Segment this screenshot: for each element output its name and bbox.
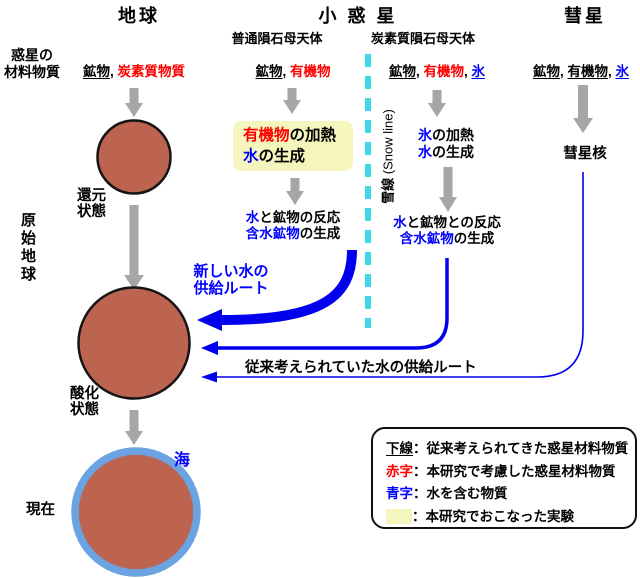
ordinary-parent-label: 普通隕石母天体	[231, 31, 323, 46]
oxidized-state-label: 酸化 状態	[70, 386, 99, 418]
ice-heating-text: 氷の加熱 水の生成	[418, 127, 474, 160]
legend-red-row: 赤字：本研究で考慮した惑星材料物質	[386, 463, 616, 479]
oxidized-earth-circle	[77, 286, 191, 400]
ordinary-organic: 有機物	[290, 64, 331, 79]
carbonaceous-materials-arrow	[428, 90, 446, 117]
carbonaceous-organic: 有機物	[423, 64, 465, 79]
experiment-result-arrow	[286, 178, 304, 205]
primitive-earth-label: 原 始 地 球	[20, 212, 36, 283]
comet-ice: 氷	[615, 64, 630, 79]
carbonaceous-parent-label: 炭素質隕石母天体	[370, 31, 476, 46]
ice-heating-result-arrow	[439, 167, 457, 212]
conventional-route-label: 従来考えられていた水の供給ルート	[245, 360, 477, 376]
comet-materials: 鉱物, 有機物, 氷	[532, 64, 630, 79]
experiment-box: 有機物の加熱 水の生成	[233, 121, 353, 171]
ocean-label: 海	[174, 452, 191, 469]
carbonaceous-materials: 鉱物, 有機物, 氷	[388, 64, 486, 79]
legend-experiment-row: ：本研究でおこなった実験	[386, 508, 635, 531]
ordinary-materials-arrow	[283, 88, 301, 114]
ordinary-materials: 鉱物, 有機物	[255, 64, 331, 79]
earth-header: 地球	[118, 6, 160, 26]
experiment-line2: 水の生成	[243, 148, 306, 165]
new-water-route-arrow	[197, 249, 357, 331]
reduced-to-oxidized-arrow	[124, 205, 144, 290]
legend-underline-row: 下線：従来考えられてきた惑星材料物質	[386, 441, 629, 456]
experiment-line1: 有機物の加熱	[243, 127, 337, 144]
present-label: 現在	[26, 502, 55, 518]
comet-materials-arrow	[573, 85, 593, 133]
ordinary-reaction-text: 水と鉱物の反応 含水鉱物の生成	[245, 210, 341, 241]
asteroid-header: 小 惑 星	[318, 6, 398, 26]
reduced-state-label: 還元 状態	[77, 188, 106, 220]
oxidized-to-present-arrow	[125, 410, 143, 445]
earth-mineral: 鉱物	[82, 64, 110, 79]
reduced-earth-circle	[96, 119, 172, 195]
comet-mineral: 鉱物	[532, 64, 560, 79]
earth-materials-arrow	[125, 88, 143, 117]
snow-line-label: 雪線 (Snow line)	[380, 109, 396, 204]
comet-header: 彗星	[564, 6, 606, 26]
present-earth-circle	[71, 447, 201, 577]
carbonaceous-ice: 氷	[471, 64, 486, 79]
new-route-label: 新しい水の 供給ルート	[193, 263, 269, 297]
carbonaceous-reaction-text: 水と鉱物との反応 含水鉱物の生成	[393, 215, 501, 246]
earth-carbonaceous-matter: 炭素質物質	[117, 64, 186, 79]
comet-nucleus-label: 彗星核	[563, 146, 607, 162]
comet-organic: 有機物	[567, 64, 609, 79]
experiment-swatch	[386, 508, 412, 524]
conventional-route-comet-arrow	[201, 172, 584, 383]
planet-materials-label: 惑星の 材料物質	[4, 47, 60, 80]
ordinary-mineral: 鉱物	[255, 64, 283, 79]
water-routes	[197, 172, 584, 383]
conventional-route-carbonaceous-arrow	[201, 258, 449, 355]
carbonaceous-mineral: 鉱物	[388, 64, 416, 79]
legend-blue-row: 青字：水を含む物質	[386, 486, 508, 501]
earth-materials: 鉱物, 炭素質物質	[82, 64, 186, 79]
legend-box: 下線：従来考えられてきた惑星材料物質 赤字：本研究で考慮した惑星材料物質 青字：…	[371, 427, 637, 529]
gray-arrows	[124, 85, 593, 445]
